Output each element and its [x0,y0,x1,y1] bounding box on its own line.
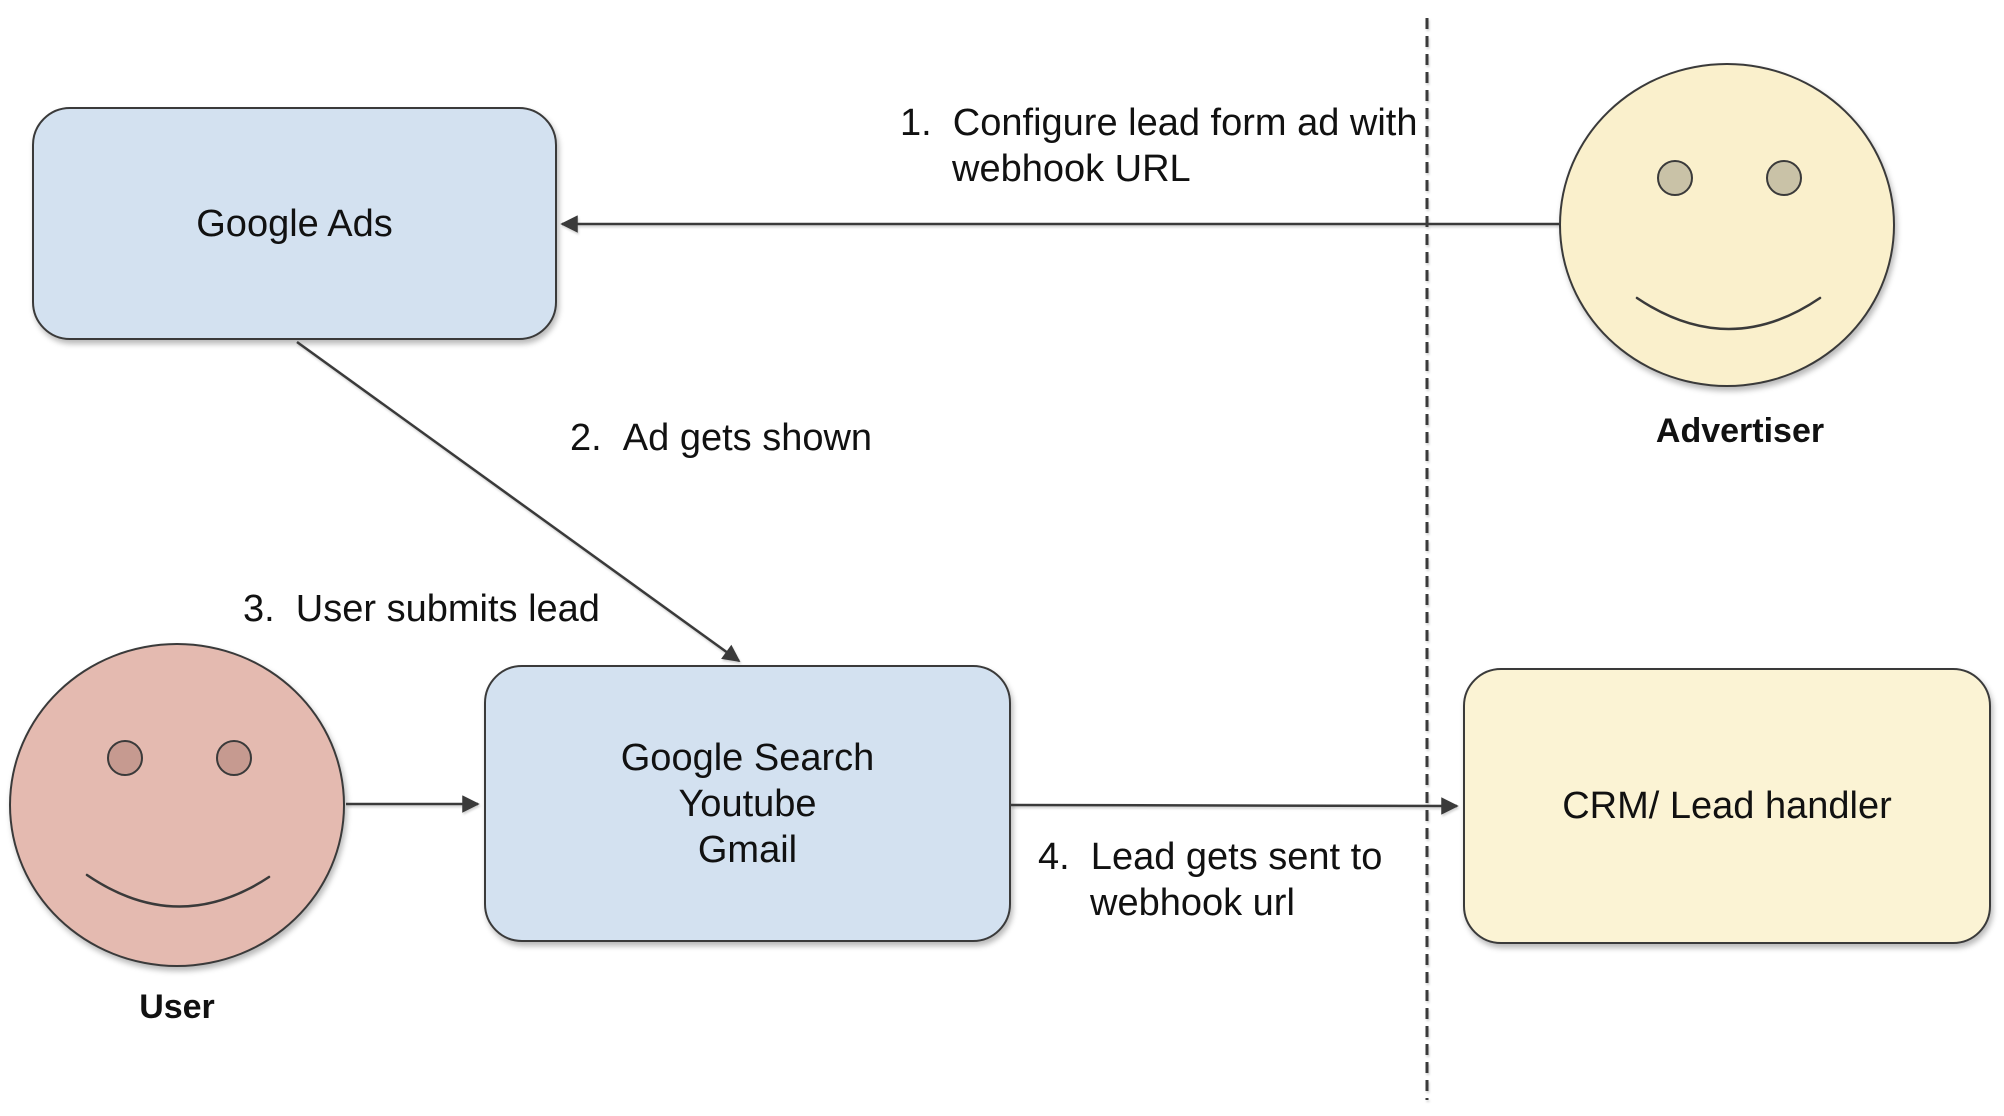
node-crm-lead-handler: CRM/ Lead handler [1463,668,1991,944]
user-face-icon [9,643,345,967]
user-smile-icon [85,873,271,908]
advertiser-right-eye-icon [1766,160,1802,196]
user-label: User [139,988,215,1026]
step-2-ad-gets-shown: 2. Ad gets shown [570,417,873,459]
advertiser-smile-icon [1635,296,1822,331]
node-google-surfaces: Google Search Youtube Gmail [484,665,1011,942]
node-crm-lead-handler-label: CRM/ Lead handler [1562,785,1892,827]
step-1-configure-lead-form: 1. Configure lead form ad with webhook U… [900,102,1418,190]
user-left-eye-icon [107,740,143,776]
user-right-eye-icon [216,740,252,776]
advertiser-label: Advertiser [1655,412,1825,450]
advertiser-face-icon [1559,63,1895,387]
step-4-lead-sent-to-webhook: 4. Lead gets sent to webhook url [1038,836,1383,924]
node-google-surfaces-label: Google Search Youtube Gmail [620,736,875,871]
node-google-ads-label: Google Ads [196,202,393,245]
arrow-surfaces-to-crm [1010,797,1459,815]
advertiser-left-eye-icon [1657,160,1693,196]
node-google-ads: Google Ads [32,107,557,340]
step-3-user-submits-lead: 3. User submits lead [243,588,600,630]
